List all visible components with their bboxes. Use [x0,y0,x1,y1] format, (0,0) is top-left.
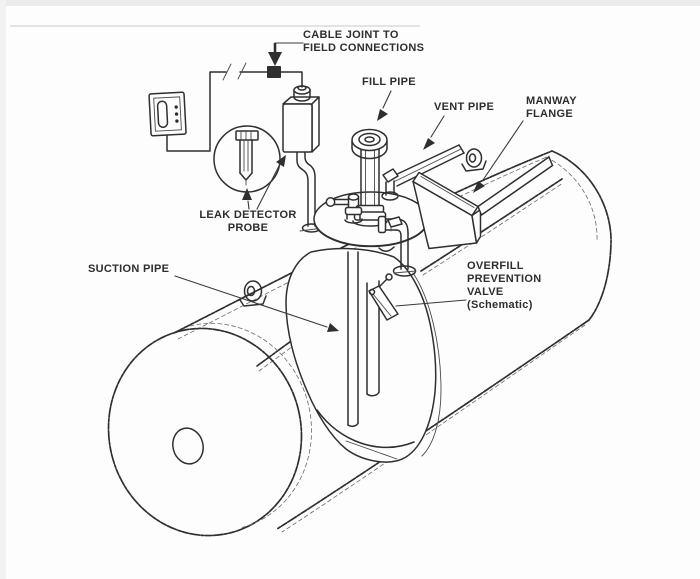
label-line: PREVENTION [467,273,542,285]
cable-joint [267,66,281,78]
suction-pipe [347,251,359,428]
label-line: CABLE JOINT TO [303,29,399,41]
callout-leaders [174,42,524,332]
console-display-slot [156,100,169,129]
label-line: LEAK DETECTOR [199,209,297,221]
field-wiring [166,62,303,152]
label-line: MANWAY [526,95,577,107]
junction-box [282,85,320,153]
leak-detector-probe-detail [235,130,259,186]
leak-detector-console [148,91,187,137]
wire-break-marks [222,62,247,81]
vent-pipe [381,144,465,201]
label-overfill-prevention-valve: OVERFILL PREVENTION VALVE (Schematic) [467,260,542,312]
label-line: SUCTION PIPE [88,263,170,275]
label-fill-pipe: FILL PIPE [362,76,416,89]
label-line: PROBE [227,222,269,234]
label-vent-pipe: VENT PIPE [434,101,494,114]
end-cap-center-hole [172,427,204,465]
label-line: OVERFILL [467,260,524,272]
gauge-port-stub [325,193,363,224]
plate-fitting [387,216,403,232]
fill-pipe [351,128,388,227]
label-cable-joint: CABLE JOINT TO FIELD CONNECTIONS [303,29,424,55]
elbow-downpipe [377,215,417,277]
cutaway-opening [285,247,442,463]
overfill-prevention-valve [368,273,399,321]
label-manway-flange: MANWAY FLANGE [526,95,577,121]
label-line: VALVE [467,286,504,298]
label-line: FLANGE [526,108,574,120]
label-line: VENT PIPE [434,101,495,113]
manway-flange [412,156,554,250]
label-suction-pipe: SUCTION PIPE [88,263,169,276]
probe-detail-circle [213,125,281,193]
label-line: FIELD CONNECTIONS [303,42,425,54]
lifting-lug-left [239,280,267,307]
label-line: FILL PIPE [362,76,416,88]
lifting-lug-right [461,148,487,172]
label-line: (Schematic) [467,299,533,311]
label-leak-detector-probe: LEAK DETECTOR PROBE [192,209,304,235]
tank-end-cap [107,323,312,537]
